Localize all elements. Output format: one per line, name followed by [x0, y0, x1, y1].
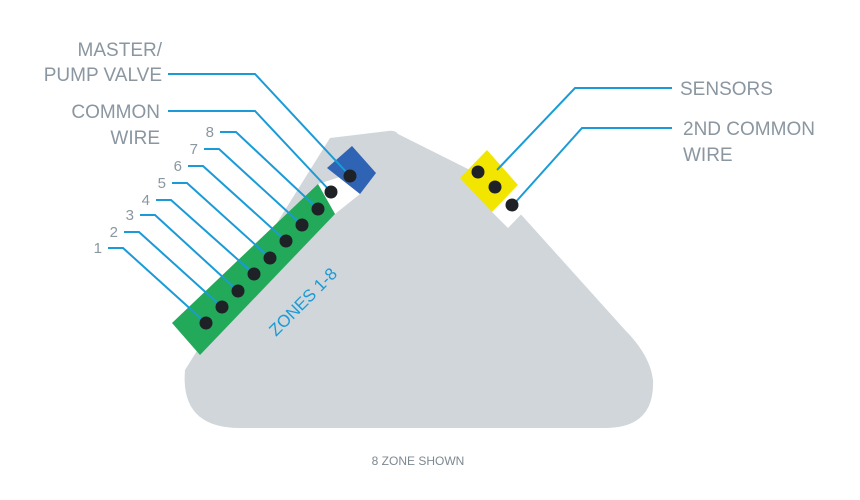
zone-1-hole [199, 316, 213, 330]
zone-number-8: 8 [206, 124, 214, 141]
wires [108, 73, 672, 324]
zone-5-hole [263, 251, 277, 265]
master-valve-hole [343, 169, 357, 183]
zone-number-2: 2 [110, 224, 118, 241]
wire-zone-2 [124, 231, 223, 308]
wire-sensors [496, 87, 672, 171]
second-common-label-line2: WIRE [683, 145, 733, 166]
zone-7-hole [295, 218, 309, 232]
second-common-hole [505, 198, 519, 212]
wire-zone-8 [220, 131, 319, 210]
sensor-hole-2 [488, 180, 502, 194]
zone-8-hole [311, 202, 325, 216]
common-wire-hole [324, 185, 338, 199]
zone-number-5: 5 [158, 175, 166, 192]
wire-zone-3 [140, 214, 239, 292]
second-common-label-line1: 2ND COMMON [683, 119, 815, 140]
zone-number-4: 4 [142, 192, 150, 209]
wire-zone-7 [204, 148, 303, 226]
zone-number-6: 6 [174, 158, 182, 175]
wire-zone-5 [172, 182, 271, 259]
wire-master-valve [168, 73, 351, 177]
wire-zone-6 [188, 165, 287, 242]
wire-zone-1 [108, 247, 207, 324]
diagram-caption: 8 ZONE SHOWN [372, 454, 465, 468]
zone-3-hole [231, 284, 245, 298]
sensors-terminal [460, 150, 518, 212]
wire-common [168, 110, 332, 193]
wire-zone-4 [156, 199, 255, 275]
sensor-hole-1 [471, 165, 485, 179]
zone-number-7: 7 [190, 141, 198, 158]
terminal-holes [199, 165, 519, 330]
sensors-label: SENSORS [680, 79, 773, 100]
common-label-line2: WIRE [110, 128, 160, 149]
wire-second-common [512, 127, 672, 206]
zone-6-hole [279, 234, 293, 248]
master-label-line2: PUMP VALVE [44, 65, 162, 86]
zone-2-hole [215, 300, 229, 314]
zone-number-3: 3 [126, 207, 134, 224]
zone-4-hole [247, 267, 261, 281]
master-label-line1: MASTER/ [78, 40, 163, 61]
common-label-line1: COMMON [71, 102, 160, 123]
zone-number-1: 1 [94, 240, 102, 257]
